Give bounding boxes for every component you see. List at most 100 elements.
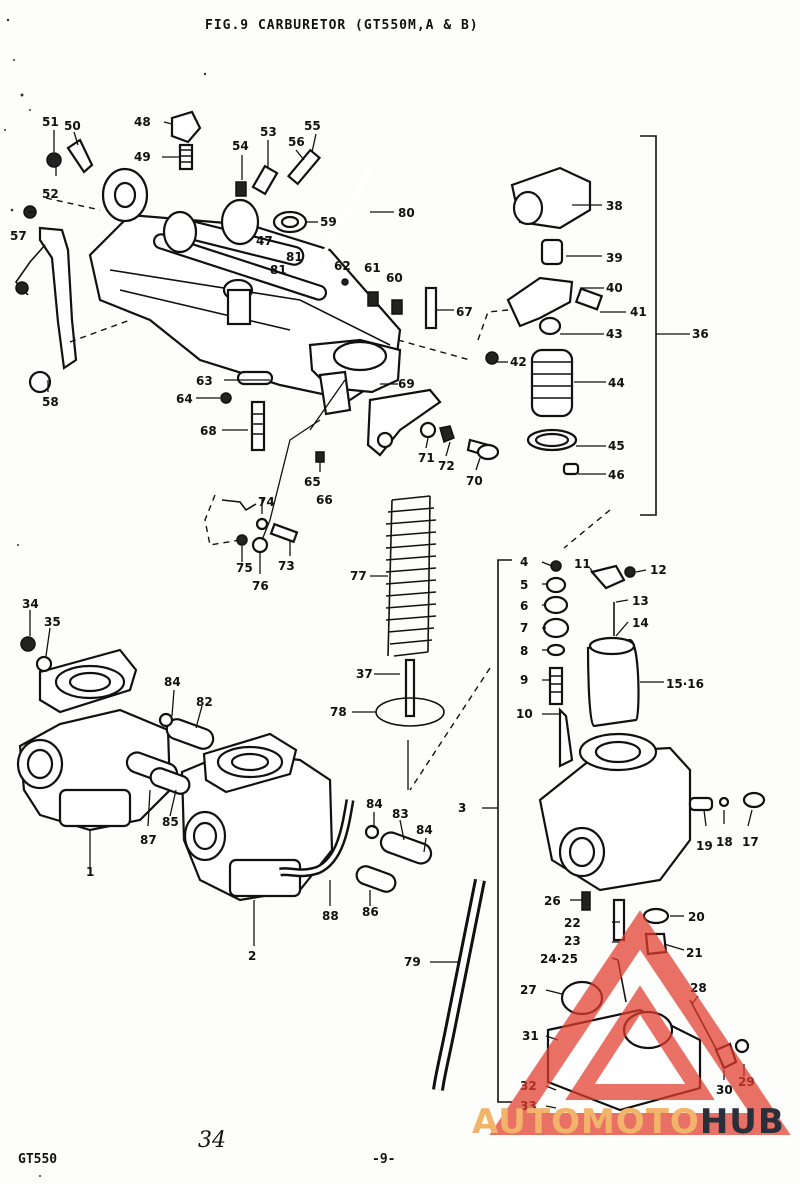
callout-label: 21 [686,946,703,960]
callout-label: 8 [520,644,528,658]
callout-label: 59 [320,215,337,229]
callout-label: 83 [392,807,409,821]
figure-title: FIG.9 CARBURETOR (GT550M,A & B) [205,18,479,33]
callout-label: 28 [690,981,707,995]
callout-label: 22 [564,916,581,930]
callout-label: 26 [544,894,561,908]
callout-label: 75 [236,561,253,575]
callout-label: 67 [456,305,473,319]
callout-label: 47 [256,234,273,248]
callout-label: 66 [316,493,333,507]
callout-label: 6 [520,599,528,613]
callout-label: 56 [288,135,305,149]
callout-label: 68 [200,424,217,438]
callout-label: 87 [140,833,157,847]
callout-label: 61 [364,261,381,275]
callout-label: 10 [516,707,533,721]
callout-label: 15·16 [666,677,704,691]
callout-label: 77 [350,569,367,583]
callout-label: 55 [304,119,321,133]
callout-label: 5 [520,578,528,592]
callout-label: 54 [232,139,249,153]
callout-label: 43 [606,327,623,341]
scan-specks [4,18,207,1177]
callout-label: 85 [162,815,179,829]
callout-label: 39 [606,251,623,265]
callout-label: 79 [404,955,421,969]
callout-label: 29 [738,1075,755,1089]
callout-label: 23 [564,934,581,948]
callout-label: 12 [650,563,667,577]
callout-label: 20 [688,910,705,924]
callout-label: 73 [278,559,295,573]
callout-label: 31 [522,1029,539,1043]
starter-plunger-group [485,135,657,516]
callout-label: 49 [134,150,151,164]
callout-label: 48 [134,115,151,129]
callout-label: 45 [608,439,625,453]
callout-label: 17 [742,835,759,849]
callout-label: 2 [248,949,256,963]
callout-label: 58 [42,395,59,409]
callout-label: 84 [164,675,181,689]
callout-label: 19 [696,839,713,853]
callout-label: 72 [438,459,455,473]
callout-label: 38 [606,199,623,213]
callout-label: 69 [398,377,415,391]
callout-label: 71 [418,451,435,465]
callout-label: 30 [716,1083,733,1097]
callout-label: 36 [692,327,709,341]
callout-label: 34 [22,597,39,611]
callout-label: 32 [520,1079,537,1093]
callout-label: 84 [366,797,383,811]
choke-linkage-assembly [14,110,500,554]
callout-label: 52 [42,187,59,201]
callout-label: 82 [196,695,213,709]
callout-label: 76 [252,579,269,593]
callout-label: 51 [42,115,59,129]
callout-label: 7 [520,621,528,635]
callout-label: 27 [520,983,537,997]
callout-label: 80 [398,206,415,220]
callout-label: 1 [86,865,94,879]
guide-lines [45,197,509,541]
callout-label: 64 [176,392,193,406]
callout-label: 81 [286,250,303,264]
callout-label: 44 [608,376,625,390]
callout-label: 11 [574,557,591,571]
callout-label: 50 [64,119,81,133]
callout-label: 70 [466,474,483,488]
spring-needle-group [375,495,445,790]
callout-label: 53 [260,125,277,139]
callout-label: 84 [416,823,433,837]
callout-label: 41 [630,305,647,319]
callout-label: 35 [44,615,61,629]
callout-label: 88 [322,909,339,923]
callout-label: 24·25 [540,952,578,966]
callout-label: 14 [632,616,649,630]
carburetor-bodies [16,636,486,1091]
callout-label: 18 [716,835,733,849]
callout-label: 60 [386,271,403,285]
handwritten-note: 34 [198,1128,226,1153]
callout-label: 40 [606,281,623,295]
callout-label: 33 [520,1099,537,1113]
callout-label: 65 [304,475,321,489]
callout-label: 9 [520,673,528,687]
callout-label: 74 [258,495,275,509]
callout-label: 13 [632,594,649,608]
callout-label: 42 [510,355,527,369]
model-code: GT550 [18,1152,58,1167]
callout-label: 37 [356,667,373,681]
callout-label: 63 [196,374,213,388]
callout-label: 62 [334,259,351,273]
callout-label: 3 [458,801,466,815]
callout-label: 78 [330,705,347,719]
callout-label: 46 [608,468,625,482]
callout-label: 81 [270,263,287,277]
page-number: -9- [372,1152,396,1167]
callout-label: 86 [362,905,379,919]
callout-label: 4 [520,555,528,569]
